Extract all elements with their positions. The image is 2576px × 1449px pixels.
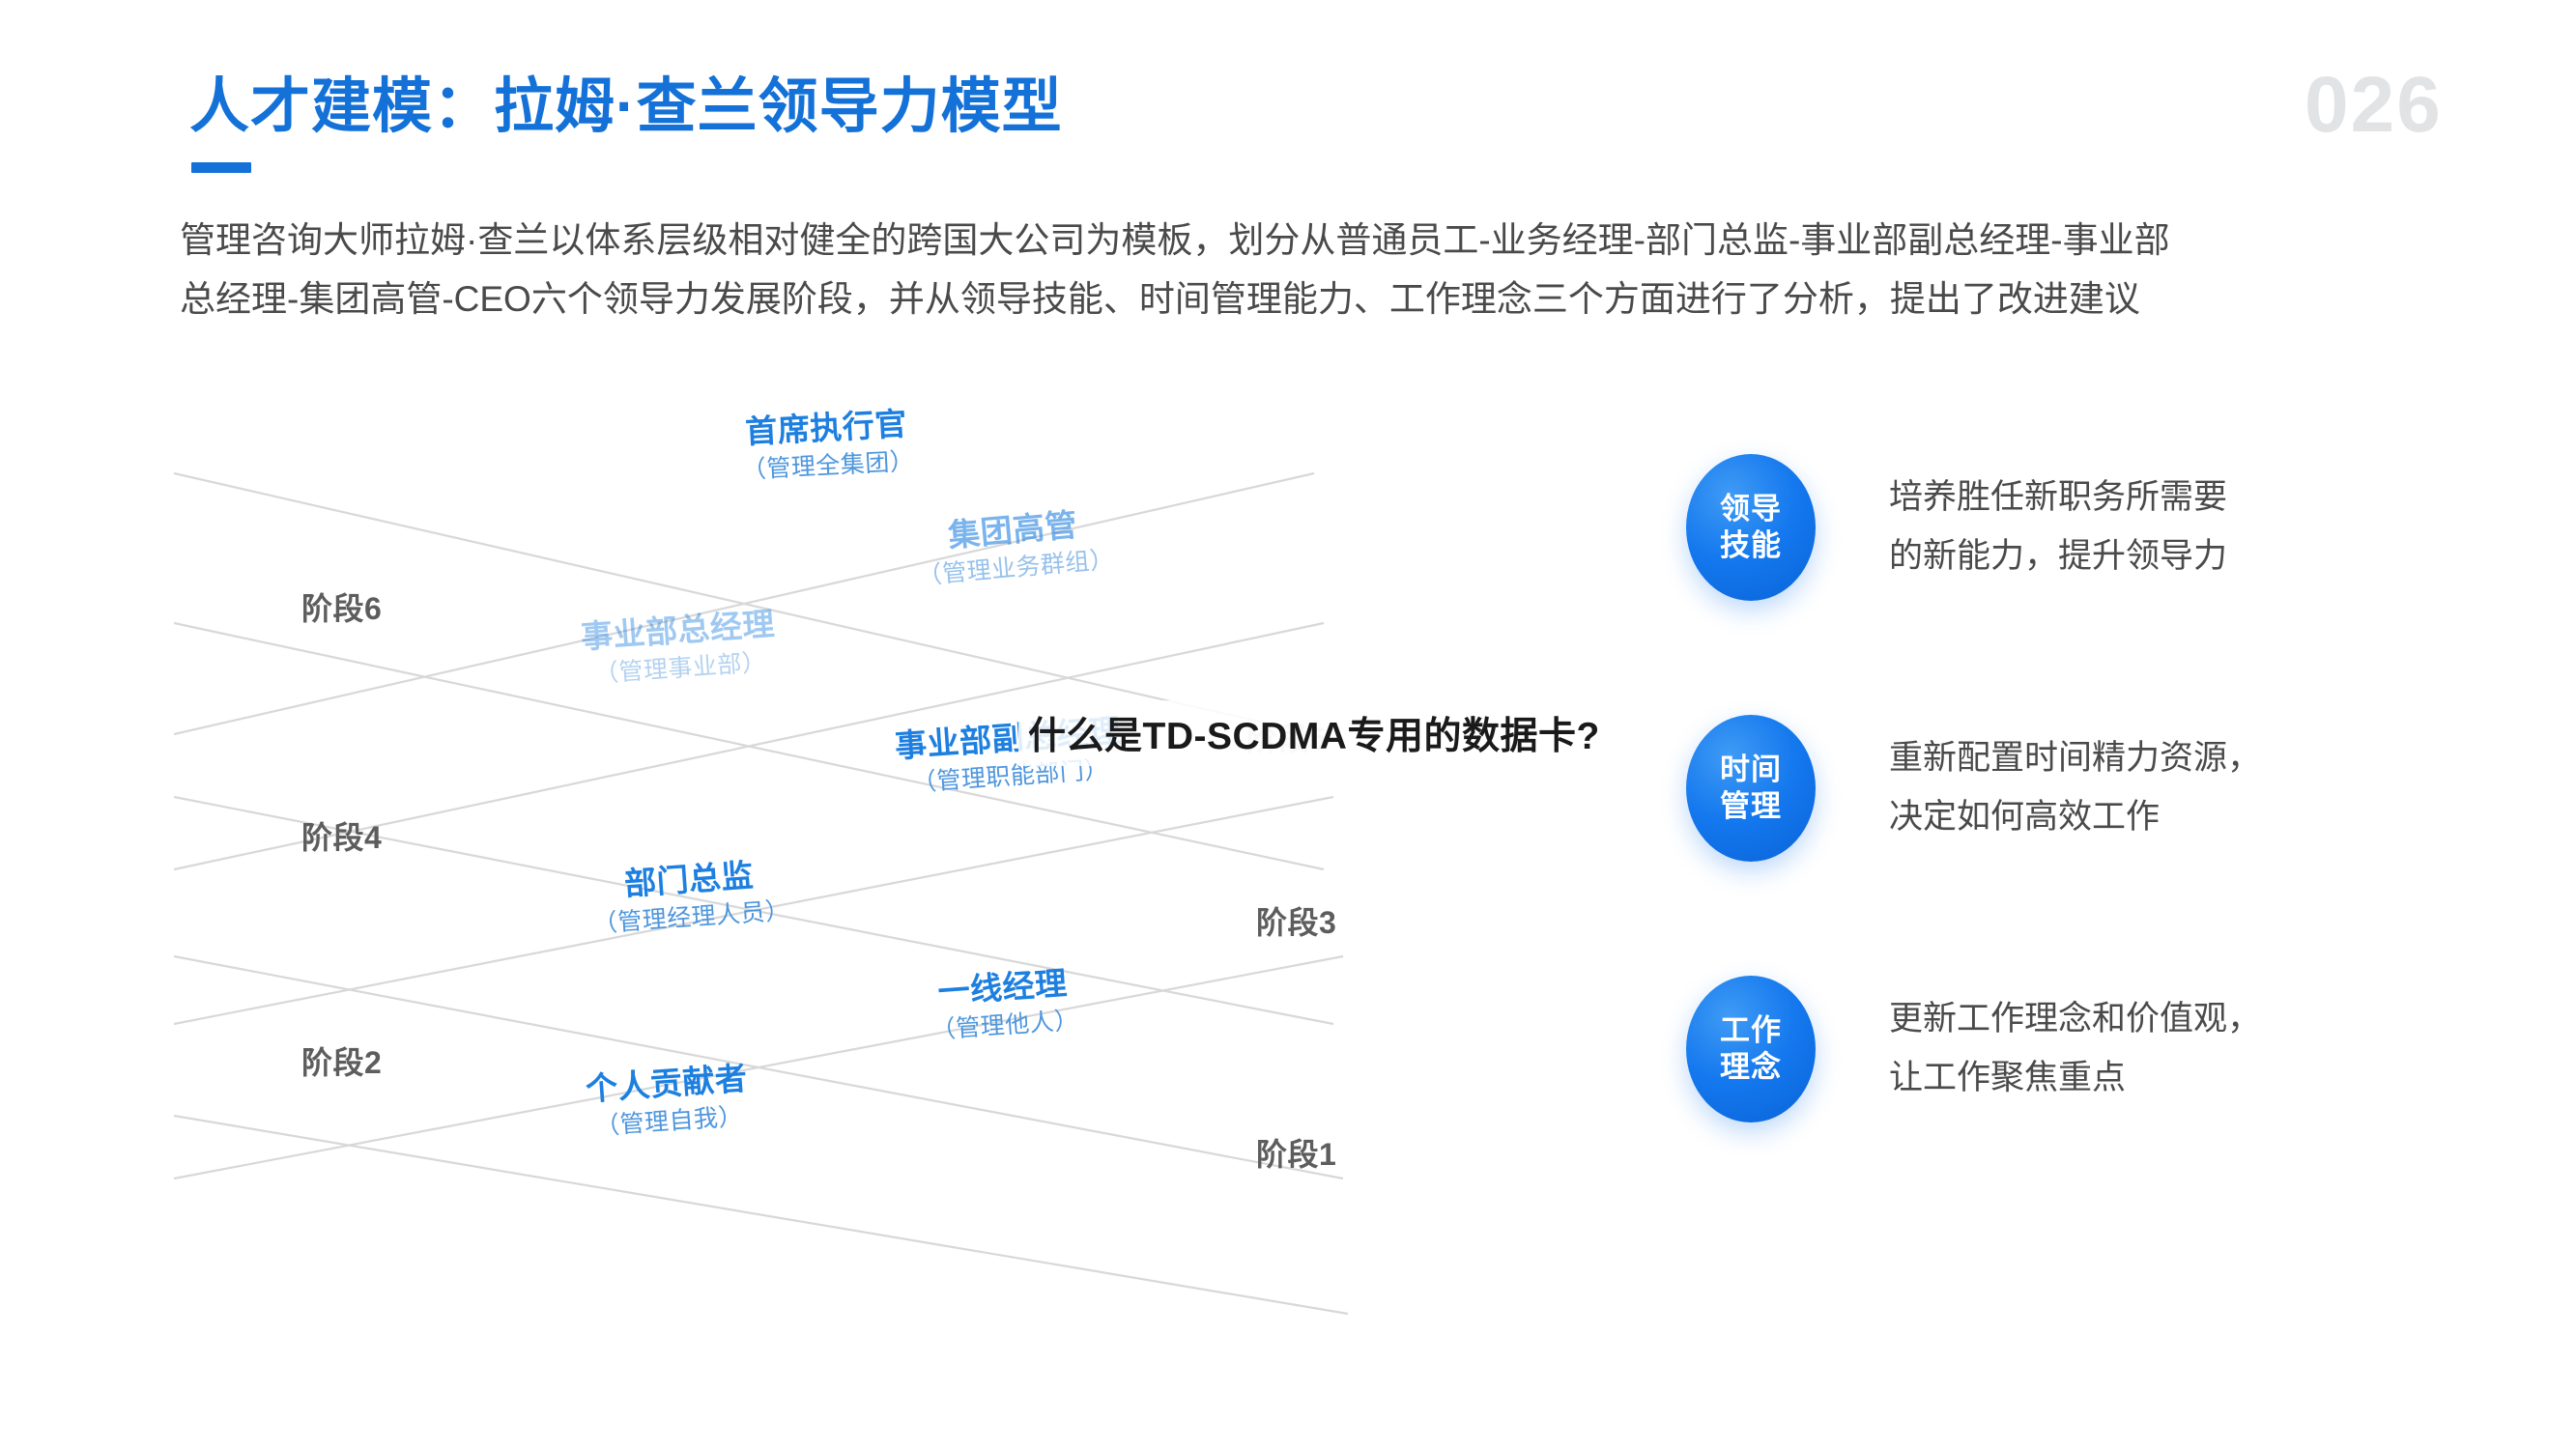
desc-line-2: 的新能力，提升领导力 bbox=[1889, 537, 2228, 576]
role-individual-contributor: 个人贡献者 （管理自我） bbox=[585, 1060, 751, 1141]
intro-paragraph: 管理咨询大师拉姆·查兰以体系层级相对健全的跨国大公司为模板，划分从普通员工-业务… bbox=[180, 211, 2325, 328]
title-underline bbox=[191, 162, 251, 173]
desc-line-1: 更新工作理念和价值观， bbox=[1889, 1000, 2262, 1037]
role-first-line-manager: 一线经理 （管理他人） bbox=[928, 965, 1080, 1044]
stage-label-3: 阶段3 bbox=[1256, 905, 1337, 940]
badge-line-1: 领导 bbox=[1720, 492, 1782, 526]
role-title: 首席执行官 bbox=[744, 405, 908, 450]
leadership-pillars-panel: 领导 技能 培养胜任新职务所需要 的新能力，提升领导力 时间 管理 重新配置时间… bbox=[1686, 454, 2459, 1236]
pillar-description: 重新配置时间精力资源， 决定如何高效工作 bbox=[1889, 728, 2261, 847]
page-title: 人才建模：拉姆·查兰领导力模型 bbox=[189, 73, 1063, 140]
pillar-work-philosophy: 工作 理念 更新工作理念和价值观， 让工作聚焦重点 bbox=[1686, 976, 2459, 1236]
desc-line-1: 重新配置时间精力资源， bbox=[1889, 739, 2262, 777]
leadership-pipeline-diagram: 阶段6 阶段5 阶段4 阶段3 阶段2 阶段1 首席执行官 （管理全集团） 集团… bbox=[174, 406, 1623, 1333]
stage-label-2: 阶段2 bbox=[301, 1045, 383, 1080]
role-department-director: 部门总监 （管理经理人员） bbox=[589, 856, 791, 939]
pillar-description: 培养胜任新职务所需要 的新能力，提升领导力 bbox=[1889, 468, 2227, 586]
badge-line-2: 理念 bbox=[1720, 1050, 1782, 1084]
diagram-lines bbox=[174, 471, 1349, 1316]
desc-line-1: 培养胜任新职务所需要 bbox=[1889, 478, 2228, 516]
stage-label-6: 阶段6 bbox=[301, 591, 383, 626]
badge-line-1: 工作 bbox=[1720, 1013, 1782, 1048]
overlay-caption: 什么是TD-SCDMA专用的数据卡? bbox=[1018, 700, 1610, 766]
badge-line-2: 管理 bbox=[1720, 789, 1782, 823]
pillar-badge-leadership-skills: 领导 技能 bbox=[1686, 454, 1816, 601]
pillar-time-management: 时间 管理 重新配置时间精力资源， 决定如何高效工作 bbox=[1686, 715, 2459, 976]
role-title: 一线经理 bbox=[936, 964, 1069, 1010]
desc-line-2: 决定如何高效工作 bbox=[1889, 798, 2161, 837]
pillar-badge-time-management: 时间 管理 bbox=[1686, 715, 1816, 862]
badge-line-2: 技能 bbox=[1720, 528, 1782, 562]
stage-label-4: 阶段4 bbox=[301, 820, 383, 855]
intro-line-2: 总经理-集团高管-CEO六个领导力发展阶段，并从领导技能、时间管理能力、工作理念… bbox=[180, 279, 2140, 320]
intro-line-1: 管理咨询大师拉姆·查兰以体系层级相对健全的跨国大公司为模板，划分从普通员工-业务… bbox=[180, 220, 2170, 260]
stage-label-1: 阶段1 bbox=[1256, 1137, 1337, 1172]
role-division-general-manager: 事业部总经理 （管理事业部） bbox=[580, 606, 779, 690]
pillar-description: 更新工作理念和价值观， 让工作聚焦重点 bbox=[1889, 989, 2261, 1108]
pillar-badge-work-philosophy: 工作 理念 bbox=[1686, 976, 1816, 1122]
role-chief-executive-officer: 首席执行官 （管理全集团） bbox=[739, 405, 915, 485]
badge-line-1: 时间 bbox=[1720, 753, 1782, 787]
page-number: 026 bbox=[2304, 61, 2443, 149]
pillar-leadership-skills: 领导 技能 培养胜任新职务所需要 的新能力，提升领导力 bbox=[1686, 454, 2459, 715]
desc-line-2: 让工作聚焦重点 bbox=[1889, 1059, 2127, 1097]
